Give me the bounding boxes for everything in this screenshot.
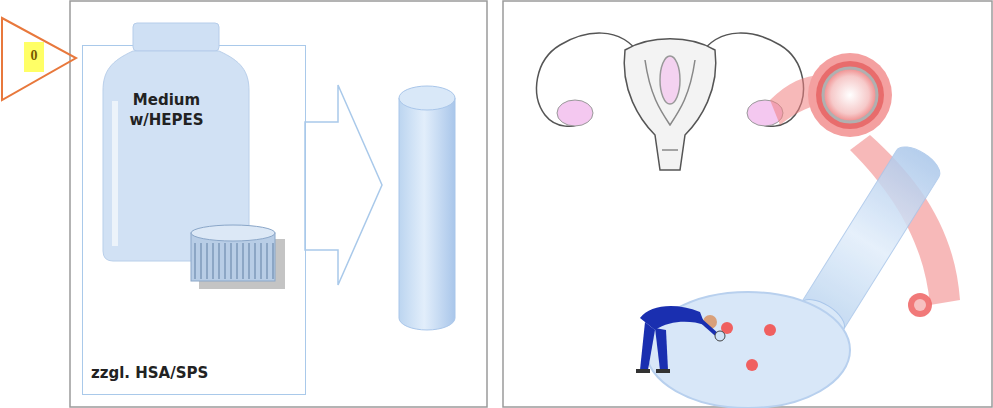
node-label: zzgl. HSA/SPS (91, 364, 291, 384)
oocyte (808, 53, 892, 137)
embryo-dot (764, 324, 776, 336)
callout-number-box: 0 (24, 42, 44, 72)
test-tube (399, 86, 455, 330)
bottle-shape (101, 21, 281, 291)
bottle-cap (191, 225, 285, 289)
oocyte (908, 293, 932, 317)
embryo-dot (746, 359, 758, 371)
panel-frame (70, 1, 487, 407)
node-label: Medium w/HEPES (109, 91, 224, 130)
uterus (537, 33, 804, 170)
callout-triangle (2, 18, 76, 100)
scientist (636, 306, 725, 373)
hollow-arrow (305, 85, 382, 285)
medium-frame: Medium w/HEPES zzgl. HSA/SPS (82, 45, 306, 395)
ovary (557, 100, 593, 126)
medium-bottle: Medium w/HEPES (101, 21, 281, 291)
callout-number: 0 (24, 47, 44, 65)
panel-frame (503, 1, 992, 407)
